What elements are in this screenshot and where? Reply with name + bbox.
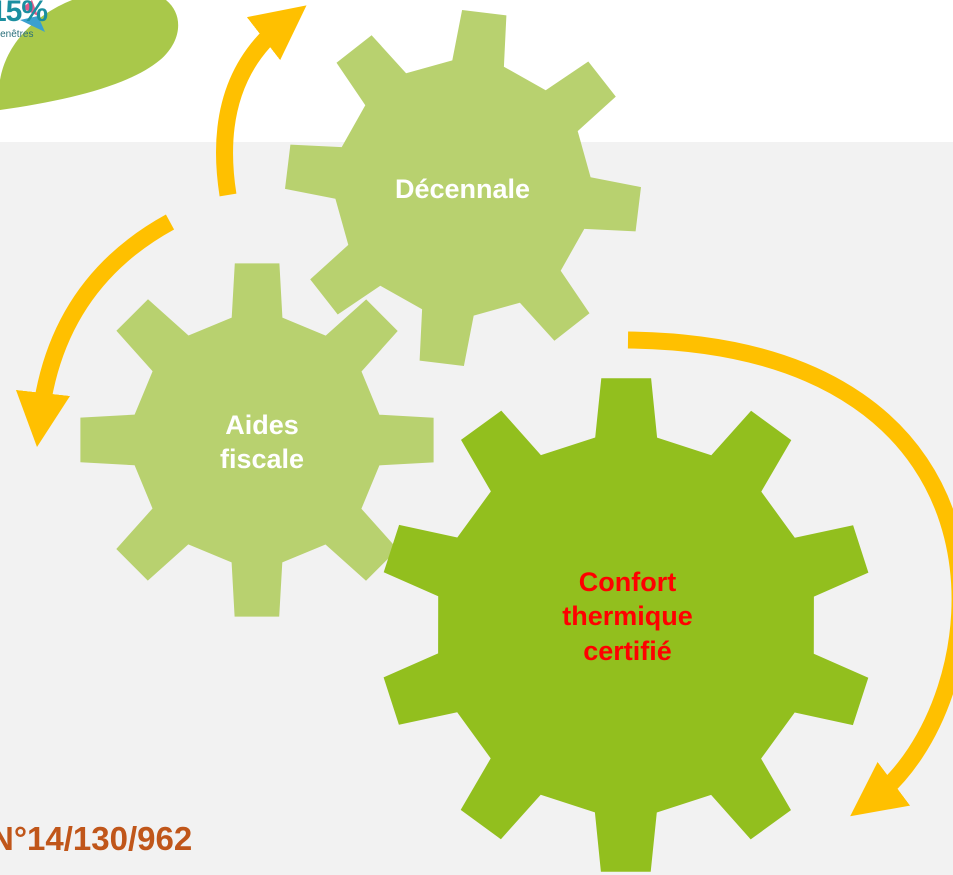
gear-aides-body bbox=[80, 263, 434, 617]
reference-number: N°14/130/962 bbox=[0, 820, 193, 857]
gear-confort-thermique bbox=[383, 378, 869, 872]
gear-decennale-body bbox=[285, 10, 641, 366]
gear-label-aides-fiscale: Aides fiscale bbox=[219, 410, 305, 475]
cycle-arrow-top bbox=[216, 5, 307, 197]
gear-label-decennale: Décennale bbox=[394, 174, 531, 204]
logo-swoosh bbox=[0, 0, 179, 110]
logo-subtitle: Fenêtres bbox=[0, 29, 34, 40]
gear-label-confort-thermique: Confort thermique certifié bbox=[562, 567, 693, 666]
cycle-arrow-right bbox=[627, 331, 953, 817]
logo-percent: 15% bbox=[0, 0, 48, 28]
gear-aides-fiscale bbox=[80, 263, 434, 617]
gear-decennale bbox=[285, 10, 641, 366]
gear-confort-body bbox=[383, 378, 869, 872]
cycle-arrow-left bbox=[15, 214, 175, 448]
logo: 15% Fenêtres bbox=[0, 0, 190, 130]
